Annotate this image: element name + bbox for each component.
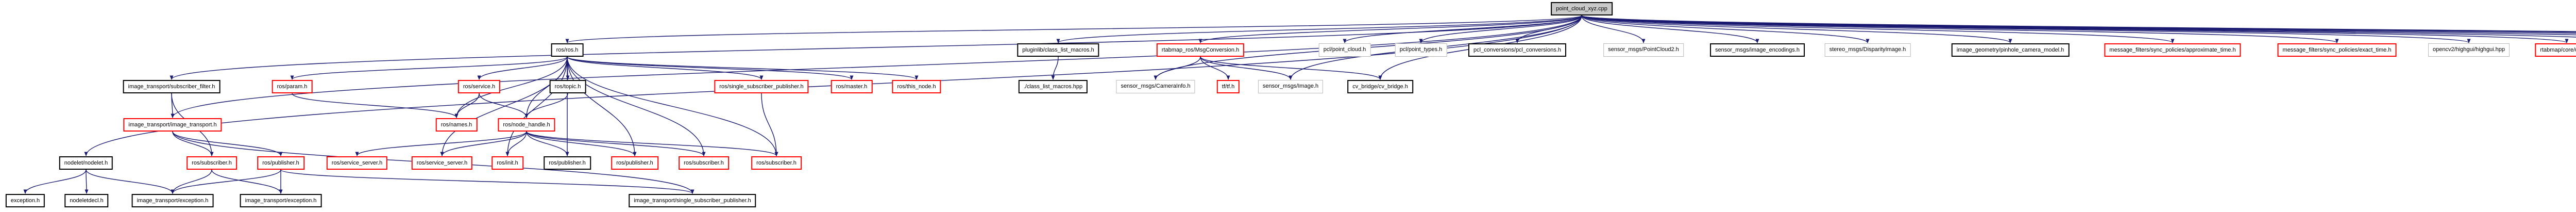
graph-node-cv_bridge[interactable]: cv_bridge/cv_bridge.h <box>1347 80 1413 93</box>
graph-node-ros_service[interactable]: ros/service.h <box>457 80 501 93</box>
edge-ros_param-to-ros_names <box>292 93 459 118</box>
edge-nodelet-to-it_exception_a <box>86 169 175 194</box>
edge-root-to-exact_time <box>1581 15 2339 43</box>
edge-nodelet-to-exception_h <box>23 169 87 194</box>
edge-ros_ros-to-ros_param <box>290 56 568 80</box>
edge-ros_publisher_a-to-it_ssp <box>280 169 694 194</box>
graph-node-it_exception_a[interactable]: image_transport/exception.h <box>131 194 214 207</box>
graph-node-pcl_point_types[interactable]: pcl/point_types.h <box>1395 43 1447 57</box>
graph-node-ros_param[interactable]: ros/param.h <box>272 80 313 93</box>
edge-ros_ros-to-ros_init <box>505 56 568 156</box>
graph-node-ros_publisher_b[interactable]: ros/publisher.h <box>544 156 591 170</box>
graph-node-ros_publisher_c[interactable]: ros/publisher.h <box>611 156 658 170</box>
edge-ros_ros-to-ros_ssp <box>567 56 764 80</box>
graph-node-ros_publisher_a[interactable]: ros/publisher.h <box>257 156 304 170</box>
edge-root-to-subscriber_filter <box>170 15 1582 80</box>
edge-msgconv-to-cv_bridge <box>1200 56 1382 80</box>
graph-node-ros_master[interactable]: ros/master.h <box>831 80 873 93</box>
edge-ros_node_handle-to-ros_subscriber_b <box>526 131 706 156</box>
graph-node-approx_time[interactable]: message_filters/sync_policies/approximat… <box>2104 43 2241 57</box>
graph-node-nodeletdecl[interactable]: nodeletdecl.h <box>64 194 109 207</box>
edge-root-to-ros_ros <box>566 15 1582 43</box>
graph-node-nodelet[interactable]: nodelet/nodelet.h <box>59 156 113 170</box>
edge-ros_ros-to-ros_subscriber_b <box>567 56 706 156</box>
graph-node-root[interactable]: point_cloud_xyz.cpp <box>1551 2 1613 15</box>
graph-node-ros_subscriber_b[interactable]: ros/subscriber.h <box>679 156 729 170</box>
graph-node-pinhole_camera[interactable]: image_geometry/pinhole_camera_model.h <box>1951 43 2070 57</box>
edge-ros_node_handle-to-ros_service_server_a <box>355 131 527 156</box>
edge-ros_service-to-ros_node_handle <box>479 93 529 118</box>
graph-node-it_exception_b[interactable]: image_transport/exception.h <box>240 194 322 207</box>
edge-ros_ros-to-ros_publisher_c <box>567 56 637 156</box>
edge-ros_ros-to-ros_master <box>567 56 854 80</box>
graph-node-ros_subscriber_c[interactable]: ros/subscriber.h <box>751 156 802 170</box>
edge-root-to-image_encodings <box>1581 15 1759 43</box>
edge-ros_subscriber_a-to-it_exception_b <box>211 169 283 194</box>
graph-node-exact_time[interactable]: message_filters/sync_policies/exact_time… <box>2277 43 2397 57</box>
edge-ros_node_handle-to-ros_publisher_b <box>526 131 569 156</box>
edge-ros_subscriber_a-to-it_exception_a <box>171 169 212 194</box>
graph-node-sensor_image[interactable]: sensor_msgs/Image.h <box>1258 80 1324 93</box>
graph-node-ros_service_server_a[interactable]: ros/service_server.h <box>326 156 388 170</box>
edge-ros_ros-to-ros_subscriber_c <box>567 56 778 156</box>
graph-node-it_ssp[interactable]: image_transport/single_subscriber_publis… <box>629 194 756 207</box>
graph-node-exception_h[interactable]: exception.h <box>5 194 45 207</box>
edge-ros_node_handle-to-ros_init <box>505 131 527 156</box>
edge-root-to-disparity_image <box>1581 15 1870 43</box>
edge-ros_publisher_a-to-it_exception_a <box>171 169 281 194</box>
edge-root-to-pcl_point_types <box>1419 15 1582 43</box>
edge-nodelet-to-nodeletdecl <box>84 169 89 194</box>
edge-root-to-pointcloud2 <box>1581 15 1646 43</box>
edge-root-to-ustl <box>1581 15 2576 32</box>
graph-node-ros_names[interactable]: ros/names.h <box>435 118 478 132</box>
graph-node-ros_topic[interactable]: ros/topic.h <box>549 80 586 93</box>
graph-node-msgconv[interactable]: rtabmap_ros/MsgConversion.h <box>1156 43 1245 57</box>
edge-ros_ros-to-ros_names <box>454 56 568 118</box>
graph-node-clm_hpp[interactable]: ./class_list_macros.hpp <box>1018 80 1088 93</box>
edge-it_image_transport-to-ros_subscriber_a <box>172 131 214 156</box>
graph-node-util2d[interactable]: rtabmap/core/util2d.h <box>2535 43 2576 57</box>
graph-node-camerainfo[interactable]: sensor_msgs/CameraInfo.h <box>1116 80 1195 93</box>
graph-node-disparity_image[interactable]: stereo_msgs/DisparityImage.h <box>1824 43 1911 57</box>
edge-root-to-it_image_transport <box>171 15 1582 118</box>
edge-ros_ssp-to-ros_subscriber_c <box>761 93 778 156</box>
edge-root-to-approx_time <box>1581 15 2175 43</box>
edge-root-to-pluginlib_clm <box>1056 15 1582 43</box>
edge-msgconv-to-camerainfo <box>1154 56 1201 80</box>
graph-node-tf_tf[interactable]: tf/tf.h <box>1216 80 1240 93</box>
graph-node-it_image_transport[interactable]: image_transport/image_transport.h <box>123 118 222 132</box>
edge-ros_ros-to-ros_service <box>477 56 568 80</box>
edge-ros_node_handle-to-ros_subscriber_c <box>526 131 778 156</box>
edge-root-to-pcl_point_cloud <box>1343 15 1582 43</box>
edge-ros_node_handle-to-ros_publisher_c <box>526 131 637 156</box>
edge-root-to-msgconv <box>1198 15 1582 43</box>
graph-node-pluginlib_clm[interactable]: pluginlib/class_list_macros.h <box>1017 43 1099 57</box>
edge-ros_service-to-ros_names <box>454 93 480 118</box>
edge-it_image_transport-to-ros_publisher_a <box>172 131 283 156</box>
graph-node-image_encodings[interactable]: sensor_msgs/image_encodings.h <box>1710 43 1805 57</box>
edge-pluginlib_clm-to-clm_hpp <box>1051 56 1059 80</box>
edge-root-to-pinhole_camera <box>1581 15 2012 43</box>
graph-node-pointcloud2[interactable]: sensor_msgs/PointCloud2.h <box>1603 43 1684 57</box>
graph-node-ros_service_server_b[interactable]: ros/service_server.h <box>411 156 473 170</box>
graph-node-subscriber_filter[interactable]: image_transport/subscriber_filter.h <box>123 80 221 93</box>
edge-msgconv-to-sensor_image <box>1200 56 1293 80</box>
graph-node-ros_subscriber_a[interactable]: ros/subscriber.h <box>187 156 237 170</box>
graph-node-ros_init[interactable]: ros/init.h <box>492 156 523 170</box>
edge-ros_ros-to-ros_this_node <box>567 56 919 80</box>
graph-node-ros_node_handle[interactable]: ros/node_handle.h <box>498 118 555 132</box>
graph-node-ros_this_node[interactable]: ros/this_node.h <box>892 80 941 93</box>
graph-node-ros_ros[interactable]: ros/ros.h <box>551 43 584 57</box>
graph-node-highgui[interactable]: opencv2/highgui/highgui.hpp <box>2428 43 2510 57</box>
edge-ros_node_handle-to-ros_service_server_b <box>440 131 527 156</box>
edge-ros_topic-to-ros_node_handle <box>524 93 568 118</box>
edge-msgconv-to-tf_tf <box>1200 56 1230 80</box>
graph-node-pcl_point_cloud[interactable]: pcl/point_cloud.h <box>1318 43 1371 57</box>
graph-node-ros_ssp[interactable]: ros/single_subscriber_publisher.h <box>714 80 809 93</box>
graph-node-pcl_conversions[interactable]: pcl_conversions/pcl_conversions.h <box>1468 43 1566 57</box>
